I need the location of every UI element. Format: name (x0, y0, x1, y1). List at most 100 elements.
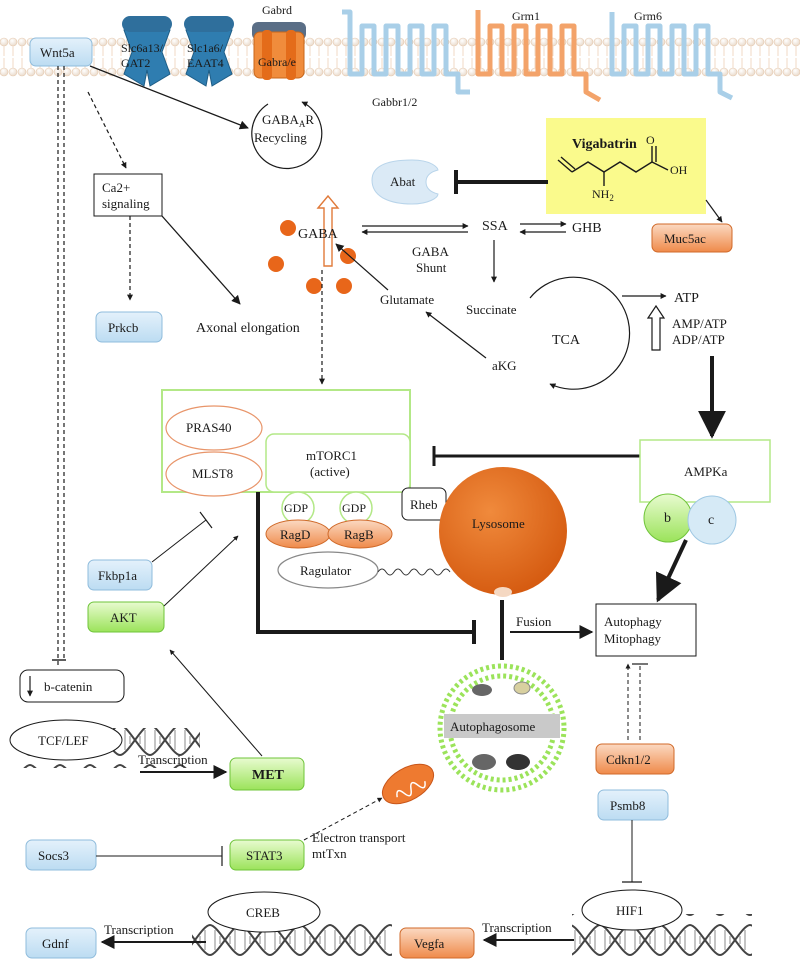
wnt5a-node[interactable] (29, 37, 93, 67)
ampk-c-label: c (708, 513, 714, 528)
membrane-lipid (737, 37, 747, 47)
membrane-lipid (8, 67, 18, 77)
fkbp1a-label: Fkbp1a (98, 568, 137, 583)
eaat4-transporter-icon (184, 16, 234, 87)
membrane-lipid (242, 67, 252, 77)
membrane-lipid (755, 67, 765, 77)
mtorc1-node[interactable] (265, 433, 411, 493)
creb-node[interactable] (207, 891, 321, 933)
prkcb-node[interactable] (95, 311, 163, 343)
membrane-lipid (242, 37, 252, 47)
transcription-label-3: Transcription (482, 920, 552, 935)
mitochondrion-icon (381, 763, 435, 805)
psmb8-label: Psmb8 (610, 798, 645, 813)
grm1-receptor-icon (475, 10, 602, 103)
gabrd-label: Gabrd (262, 3, 292, 17)
gat2-transporter-icon (122, 16, 172, 87)
membrane-lipid (233, 67, 243, 77)
fkbp1a-inhibits-mtorc1 (151, 519, 207, 563)
ragulator-tether (377, 568, 451, 576)
ragb-label: RagB (344, 527, 374, 542)
membrane-lipid (323, 67, 333, 77)
muc5ac-node[interactable] (651, 223, 733, 253)
met-label: MET (252, 768, 285, 783)
gaba-label: GABA (298, 227, 339, 242)
membrane-lipid (728, 37, 738, 47)
membrane-lipid (170, 37, 180, 47)
membrane-lipid (17, 67, 27, 77)
akt-label: AKT (110, 610, 137, 625)
muc5ac-label: Muc5ac (664, 231, 706, 246)
glutamate-to-gaba-arrow (335, 243, 389, 291)
akt-node[interactable] (87, 601, 165, 633)
pras40-label: PRAS40 (186, 420, 232, 435)
axonal-elongation-label: Axonal elongation (196, 321, 300, 336)
stat3-node[interactable] (229, 839, 305, 871)
membrane-lipid (170, 67, 180, 77)
autophagosome-node[interactable] (437, 663, 567, 793)
ca2-signaling-node[interactable] (93, 173, 163, 217)
pras40-node[interactable] (165, 405, 263, 451)
membrane-lipid (8, 37, 18, 47)
membrane-lipid (764, 67, 774, 77)
hif1-node[interactable] (581, 889, 683, 931)
mtorc1-inhibits-fusion (256, 492, 474, 634)
membrane-lipid (0, 37, 9, 47)
membrane-lipid (314, 37, 324, 47)
met-node[interactable] (229, 757, 305, 791)
lysosome-label: Lysosome (472, 516, 525, 531)
membrane-lipid (791, 67, 800, 77)
bcatenin-node[interactable] (19, 669, 125, 703)
membrane-lipid (323, 37, 333, 47)
membrane-lipid (539, 37, 549, 47)
wnt5a-to-recycling-arrow (89, 65, 249, 130)
membrane-lipid (26, 67, 36, 77)
membrane-lipid (746, 37, 756, 47)
cdkn-node[interactable] (595, 743, 675, 775)
socs3-node[interactable] (25, 839, 97, 871)
vigabatrin-nh2-label: NH2 (592, 187, 614, 203)
membrane-lipid (332, 67, 342, 77)
membrane-lipid (584, 37, 594, 47)
ragulator-node[interactable] (277, 551, 379, 589)
ampka-label: AMPKa (684, 464, 728, 479)
ca2-signaling-label: Ca2+signaling (102, 180, 150, 211)
membrane-lipid (314, 67, 324, 77)
tcflef-node[interactable] (9, 719, 123, 761)
abat-node[interactable] (371, 159, 439, 205)
gdnf-label: Gdnf (42, 936, 69, 951)
vegfa-node[interactable] (399, 927, 475, 959)
psmb8-node[interactable] (597, 789, 669, 821)
lysosome-node[interactable] (439, 467, 567, 595)
ragb-node[interactable] (327, 519, 393, 549)
membrane-lipid (710, 37, 720, 47)
akg-label: aKG (492, 358, 517, 373)
ampka-box[interactable] (639, 439, 771, 503)
membrane-lipid (755, 37, 765, 47)
autophagy-mitophagy-node[interactable] (595, 603, 697, 657)
membrane-lipid (80, 67, 90, 77)
grm6-receptor-icon (609, 12, 734, 101)
vegfa-label: Vegfa (414, 936, 445, 951)
glutamate-label: Glutamate (380, 292, 434, 307)
creb-label: CREB (246, 905, 280, 920)
membrane-lipid (539, 67, 549, 77)
ampk-c-node[interactable] (687, 495, 737, 545)
gabbr-label: Gabbr1/2 (372, 95, 417, 109)
fkbp1a-node[interactable] (87, 559, 153, 591)
hif1-label: HIF1 (616, 903, 643, 918)
gabra-label: Gabra/e (258, 55, 296, 69)
mlst8-node[interactable] (165, 451, 263, 497)
membrane-lipid (44, 67, 54, 77)
eaat4-label: Slc1a6/EAAT4 (187, 41, 224, 70)
membrane-lipid (746, 67, 756, 77)
gdnf-node[interactable] (25, 927, 97, 959)
membrane-lipid (773, 67, 783, 77)
membrane-lipid (503, 37, 513, 47)
membrane-lipid (35, 67, 45, 77)
membrane-lipid (791, 37, 800, 47)
